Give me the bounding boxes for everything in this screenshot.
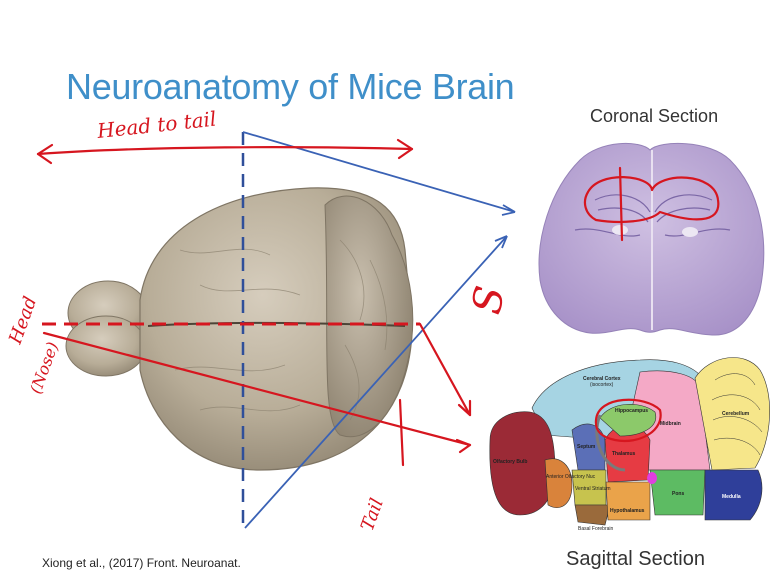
label-midbrain: Midbrain [660, 421, 681, 427]
mouse-brain-image [66, 188, 413, 470]
label-medulla: Medulla [722, 494, 741, 500]
label-striatum: Ventral Striatum [575, 486, 611, 492]
label-pons: Pons [672, 491, 684, 497]
head-to-tail-arrow [38, 140, 412, 163]
sagittal-section-image: Olfactory Bulb Cerebral Cortex (isocorte… [490, 358, 770, 532]
label-cerebral-cortex-sub: (isocortex) [590, 382, 614, 388]
section-letter: S [464, 283, 514, 318]
label-septum: Septum [577, 444, 596, 450]
label-cerebellum: Cerebellum [722, 411, 750, 417]
label-hippocampus: Hippocampus [615, 408, 648, 414]
tail-tick [400, 400, 403, 465]
label-basal-forebrain: Basal Forebrain [578, 526, 614, 532]
nose-label: (Nose) [26, 339, 62, 396]
label-anterior-olfactory: Anterior Olfactory Nuc [546, 474, 596, 480]
coronal-section-image [539, 143, 764, 335]
head-label: Head [5, 294, 42, 348]
label-hypothalamus: Hypothalamus [610, 508, 645, 514]
tail-label: Tail [357, 495, 388, 533]
label-olfactory-bulb: Olfactory Bulb [493, 459, 527, 465]
head-to-tail-label: Head to tail [95, 107, 217, 143]
label-thalamus: Thalamus [612, 451, 636, 457]
